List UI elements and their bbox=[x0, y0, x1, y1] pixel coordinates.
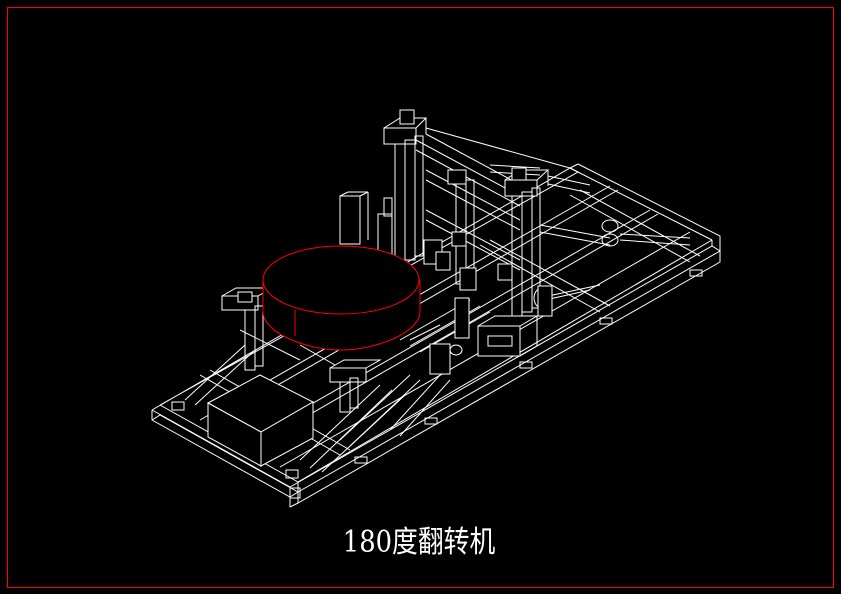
left-support bbox=[221, 287, 382, 413]
sheet-border bbox=[7, 7, 834, 588]
rear-upright-frame bbox=[383, 109, 591, 317]
cradle-front-edge bbox=[299, 324, 441, 366]
drawing-title: 180度翻转机 bbox=[342, 525, 496, 560]
workpiece-cylinder bbox=[262, 245, 421, 351]
counterweight-block bbox=[206, 374, 315, 467]
cradle-assembly bbox=[399, 219, 619, 375]
clamp-plates bbox=[339, 191, 393, 255]
